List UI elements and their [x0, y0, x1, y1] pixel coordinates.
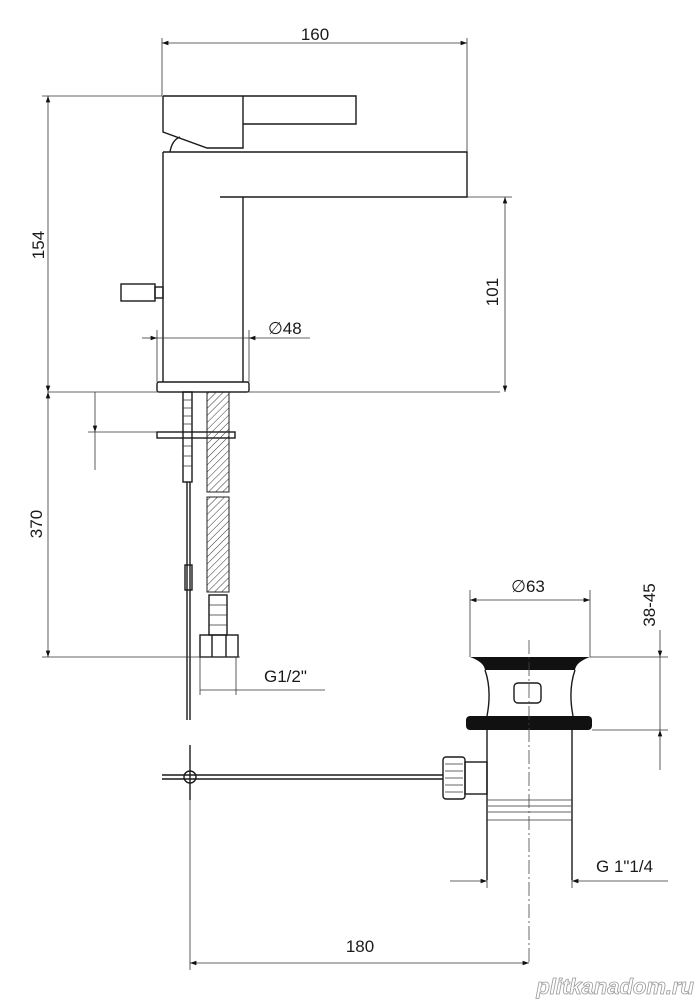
watermark: plitkanadom.ru: [535, 974, 694, 999]
dimension-160: 160: [161, 25, 468, 152]
faucet-body: [120, 95, 468, 393]
dimension-label: 180: [346, 937, 374, 956]
dimension-label: G 1"1/4: [596, 857, 653, 876]
dimension-101: 101: [467, 196, 512, 392]
dimension-154: 154: [29, 95, 162, 392]
dimension-label: 38-45: [640, 583, 659, 626]
dimension-label: 101: [483, 278, 502, 306]
popup-rod-knob: [120, 283, 156, 302]
dimension-label: 154: [29, 231, 48, 259]
dimension-diameter-48: ∅48: [142, 319, 310, 382]
dimension-180: 180: [189, 800, 529, 970]
dimension-label: ∅48: [268, 319, 302, 338]
popup-waste-drain: [162, 640, 592, 965]
dimension-38-45: 38-45: [590, 583, 668, 770]
dimension-label: 370: [27, 510, 46, 538]
dimension-g-1-1-4: G 1"1/4: [450, 857, 668, 888]
dimension-g-half: G1/2": [199, 657, 325, 695]
supply-hoses: [156, 391, 239, 720]
dimension-diameter-63: ∅63: [469, 577, 591, 657]
dimension-label: G1/2": [264, 667, 307, 686]
dimension-370: 370: [27, 392, 240, 658]
dimension-label: 160: [301, 25, 329, 44]
dimension-label: ∅63: [511, 577, 545, 596]
dimension-mounting-thickness: [88, 392, 157, 470]
